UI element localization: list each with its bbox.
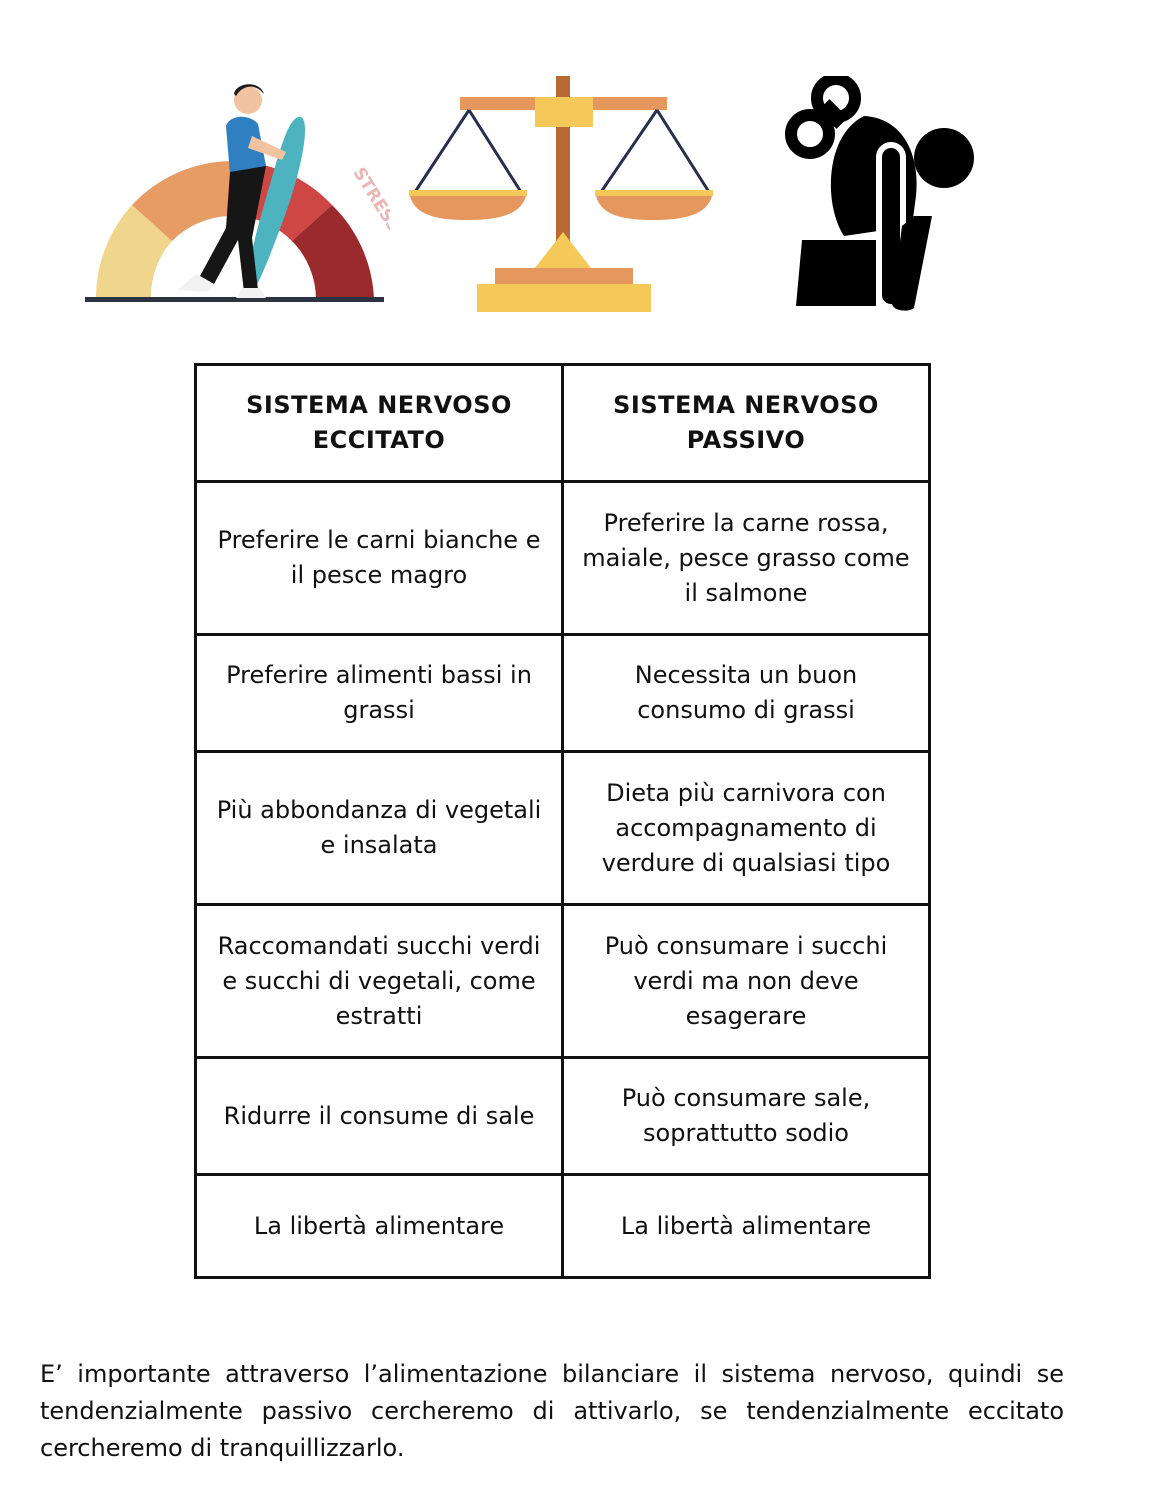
table-row: La libertà alimentare La libertà aliment… (194, 1173, 931, 1279)
cell-passive: Necessita un buon consumo di grassi (561, 633, 931, 753)
cell-excited: Preferire le carni bianche e il pesce ma… (194, 480, 564, 636)
stress-gauge-icon: STRESS (85, 84, 390, 302)
header-passive: SISTEMA NERVOSO PASSIVO (561, 363, 931, 483)
cell-excited: Ridurre il consume di sale (194, 1056, 564, 1176)
illustrations-strip: STRESS (0, 0, 1152, 340)
cell-passive: Preferire la carne rossa, maiale, pesce … (561, 480, 931, 636)
table-row: Ridurre il consume di sale Può consumare… (194, 1056, 931, 1176)
cell-excited: Raccomandati succhi verdi e succhi di ve… (194, 903, 564, 1059)
nervous-system-comparison-table: SISTEMA NERVOSO ECCITATO SISTEMA NERVOSO… (194, 363, 931, 1279)
cell-excited: La libertà alimentare (194, 1173, 564, 1279)
cell-excited: Più abbondanza di vegetali e insalata (194, 750, 564, 906)
footer-paragraph: E’ importante attraverso l’alimentazione… (40, 1360, 1064, 1462)
table-row: Raccomandati succhi verdi e succhi di ve… (194, 903, 931, 1059)
balance-scale-icon (409, 76, 713, 312)
table-row: Più abbondanza di vegetali e insalata Di… (194, 750, 931, 906)
header-excited: SISTEMA NERVOSO ECCITATO (194, 363, 564, 483)
cell-passive: La libertà alimentare (561, 1173, 931, 1279)
cell-passive: Può consumare sale, soprattutto sodio (561, 1056, 931, 1176)
table-row: Preferire le carni bianche e il pesce ma… (194, 480, 931, 636)
cell-excited: Preferire alimenti bassi in grassi (194, 633, 564, 753)
windup-figure-icon (785, 76, 974, 311)
stress-label: STRESS (349, 164, 390, 236)
cell-passive: Dieta più carnivora con accompagnamento … (561, 750, 931, 906)
table-row: Preferire alimenti bassi in grassi Neces… (194, 633, 931, 753)
cell-passive: Può consumare i succhi verdi ma non deve… (561, 903, 931, 1059)
table-header-row: SISTEMA NERVOSO ECCITATO SISTEMA NERVOSO… (194, 363, 931, 483)
